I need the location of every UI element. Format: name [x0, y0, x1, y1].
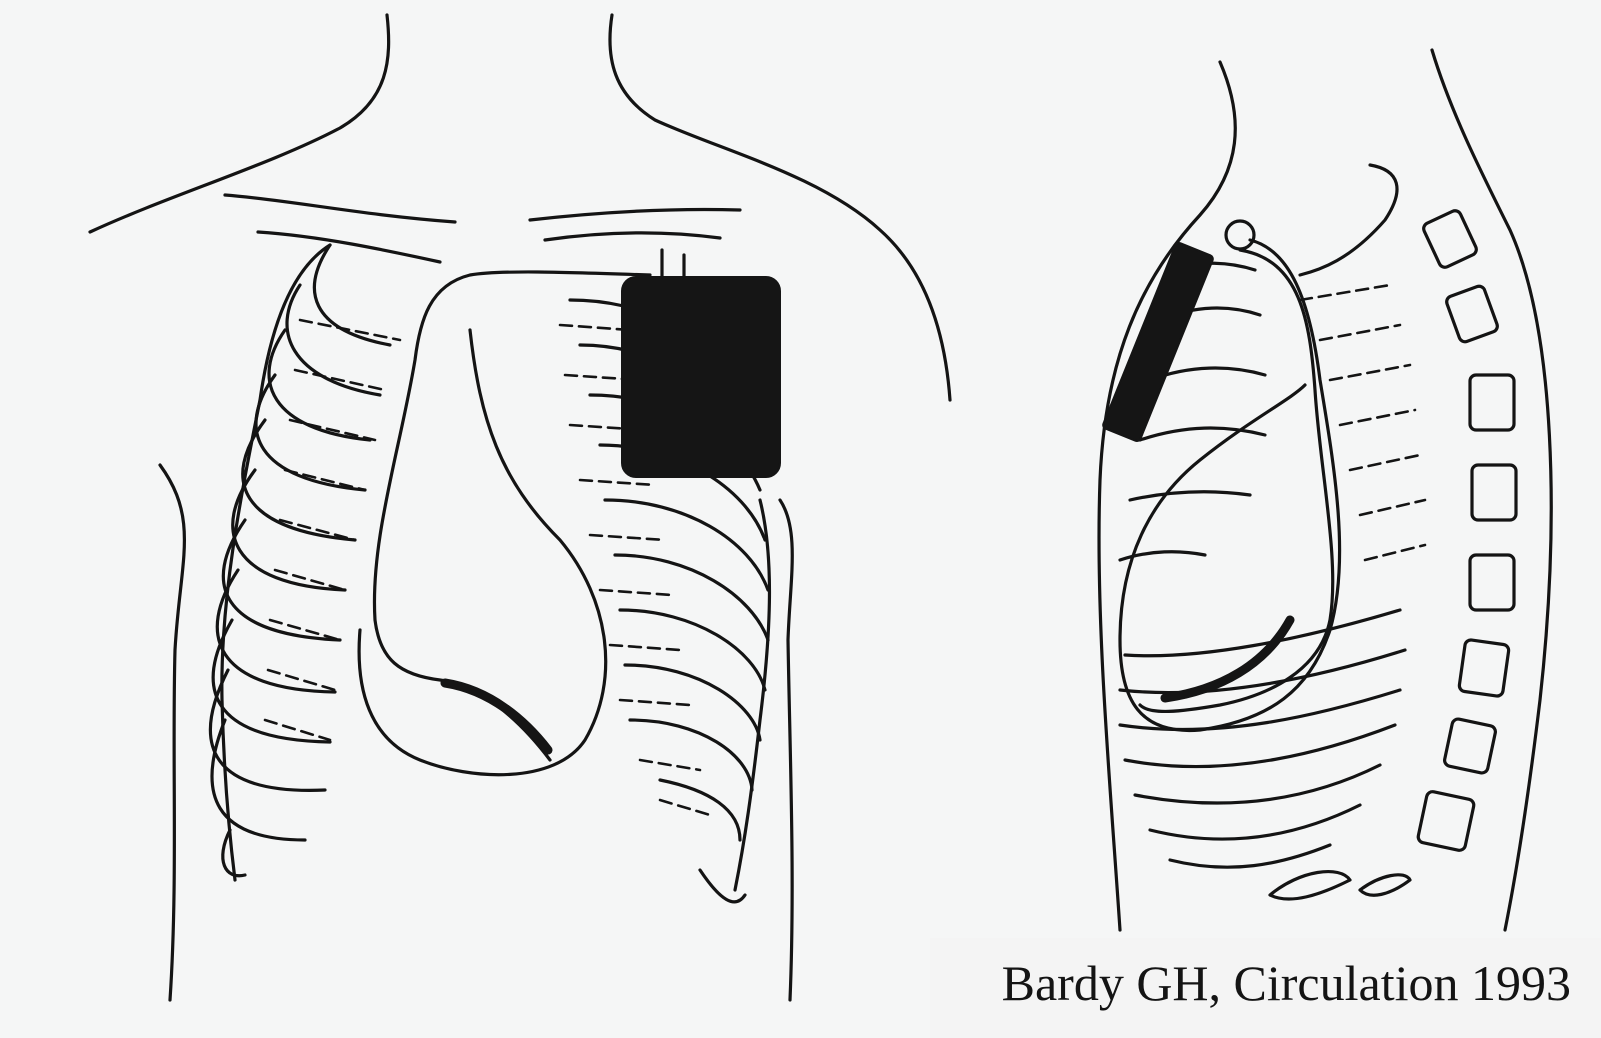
- neck-left: [90, 15, 389, 232]
- arm-right: [780, 500, 792, 1000]
- ribs-left: [210, 245, 390, 876]
- vertebrae: [1417, 209, 1516, 852]
- ribs-left-outline: [222, 245, 330, 880]
- clavicle-left: [225, 195, 455, 222]
- lateral-back: [1432, 50, 1551, 930]
- clavicle-left-lower: [258, 232, 440, 262]
- citation-label: Bardy GH, Circulation 1993: [1002, 954, 1571, 1012]
- arm-left: [160, 465, 184, 1000]
- pulse-generator: [622, 277, 780, 477]
- lateral-vessel: [1226, 221, 1254, 249]
- header-wires: [662, 250, 684, 277]
- lead-wire: [374, 272, 650, 760]
- lateral-lead-coil: [1165, 620, 1290, 698]
- heart-outline: [359, 330, 606, 775]
- clavicle-right-lower: [545, 233, 720, 240]
- frontal-view: [90, 15, 950, 1000]
- clavicle-right: [530, 209, 740, 220]
- lateral-view: [1099, 50, 1551, 930]
